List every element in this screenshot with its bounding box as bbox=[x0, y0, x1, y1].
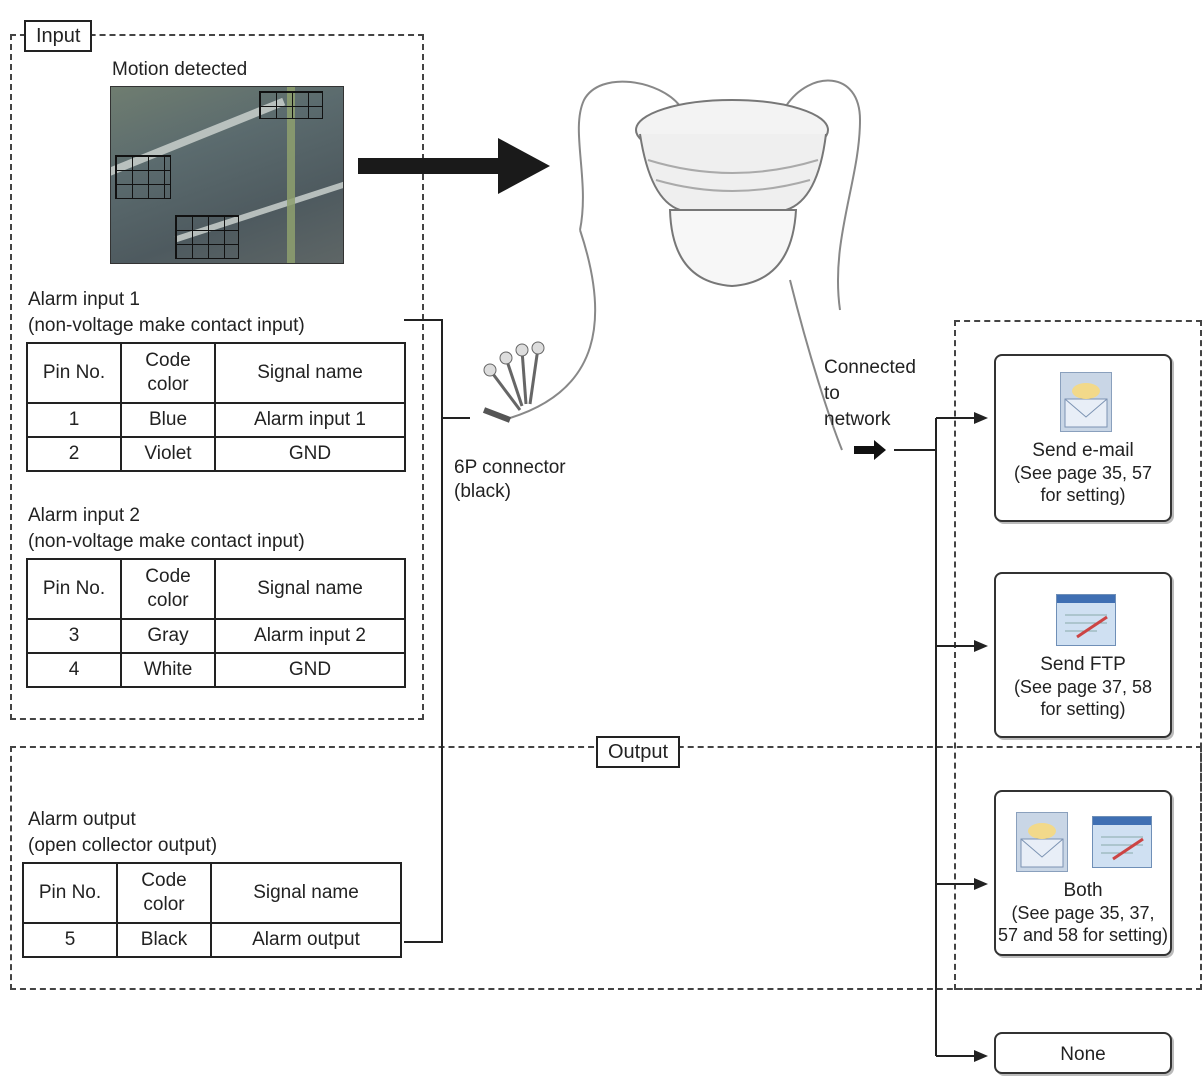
alarm1-subtitle: (non-voltage make contact input) bbox=[28, 315, 305, 336]
table-cell: Alarm input 1 bbox=[214, 402, 406, 438]
header-color: Code color bbox=[116, 862, 212, 924]
arrow-to-camera bbox=[358, 138, 550, 194]
action-none: None bbox=[994, 1032, 1172, 1074]
header-pin: Pin No. bbox=[26, 342, 122, 404]
header-signal: Signal name bbox=[214, 342, 406, 404]
alarm2-table: Pin No. Code color Signal name 3 Gray Al… bbox=[26, 558, 406, 688]
both-line1: (See page 35, 37, bbox=[1011, 903, 1155, 923]
camera-cable bbox=[482, 229, 843, 451]
none-title: None bbox=[1060, 1044, 1106, 1065]
table-cell: 3 bbox=[26, 618, 122, 654]
connector-line2: (black) bbox=[454, 481, 512, 502]
table-cell: Alarm input 2 bbox=[214, 618, 406, 654]
both-line2: 57 and 58 for setting) bbox=[997, 925, 1169, 945]
table-cell: GND bbox=[214, 436, 406, 472]
alarm2-title: Alarm input 2 bbox=[28, 505, 140, 526]
table-cell: 4 bbox=[26, 652, 122, 688]
table-cell: Alarm output bbox=[210, 922, 402, 958]
ftp-line2: for setting) bbox=[1040, 699, 1126, 719]
alarm-out-title: Alarm output bbox=[28, 809, 136, 830]
network-line2: to bbox=[824, 383, 840, 404]
action-both: Both (See page 35, 37, 57 and 58 for set… bbox=[994, 790, 1172, 956]
alarm2-subtitle: (non-voltage make contact input) bbox=[28, 531, 305, 552]
dome-camera-icon bbox=[577, 79, 862, 311]
alarm1-title: Alarm input 1 bbox=[28, 289, 140, 310]
ftp-title: Send FTP bbox=[1040, 654, 1126, 675]
email-title: Send e-mail bbox=[1032, 440, 1134, 461]
email-line1: (See page 35, 57 bbox=[1013, 463, 1153, 483]
email-line2: for setting) bbox=[1040, 485, 1126, 505]
action-send-ftp: Send FTP (See page 37, 58 for setting) bbox=[994, 572, 1172, 738]
header-color: Code color bbox=[120, 342, 216, 404]
table-cell: GND bbox=[214, 652, 406, 688]
table-cell: Gray bbox=[120, 618, 216, 654]
alarm-out-subtitle: (open collector output) bbox=[28, 835, 218, 856]
header-signal: Signal name bbox=[210, 862, 402, 924]
connector-bracket bbox=[404, 319, 470, 943]
table-cell: 1 bbox=[26, 402, 122, 438]
header-pin: Pin No. bbox=[22, 862, 118, 924]
motion-camera-image bbox=[110, 86, 344, 264]
envelope-icon bbox=[1060, 372, 1112, 432]
both-title: Both bbox=[1063, 880, 1103, 901]
table-cell: Black bbox=[116, 922, 212, 958]
table-cell: 5 bbox=[22, 922, 118, 958]
table-cell: White bbox=[120, 652, 216, 688]
input-label: Input bbox=[24, 20, 93, 52]
header-color: Code color bbox=[120, 558, 216, 620]
distribution-lines bbox=[854, 412, 988, 1062]
table-cell: Violet bbox=[120, 436, 216, 472]
header-pin: Pin No. bbox=[26, 558, 122, 620]
ftp-window-icon bbox=[1056, 594, 1116, 646]
connector-line1: 6P connector bbox=[454, 457, 566, 478]
output-label: Output bbox=[596, 736, 681, 768]
ftp-line1: (See page 37, 58 bbox=[1013, 677, 1153, 697]
input-frame bbox=[10, 34, 424, 720]
table-cell: 2 bbox=[26, 436, 122, 472]
action-send-email: Send e-mail (See page 35, 57 for setting… bbox=[994, 354, 1172, 522]
header-signal: Signal name bbox=[214, 558, 406, 620]
network-line1: Connected bbox=[824, 357, 916, 378]
action-frame bbox=[954, 320, 1202, 990]
envelope-icon bbox=[1016, 812, 1068, 872]
motion-label: Motion detected bbox=[112, 59, 248, 80]
alarm1-table: Pin No. Code color Signal name 1 Blue Al… bbox=[26, 342, 406, 472]
table-cell: Blue bbox=[120, 402, 216, 438]
alarm-out-table: Pin No. Code color Signal name 5 Black A… bbox=[22, 862, 402, 958]
network-line3: network bbox=[824, 409, 891, 430]
ftp-window-icon bbox=[1092, 816, 1152, 868]
